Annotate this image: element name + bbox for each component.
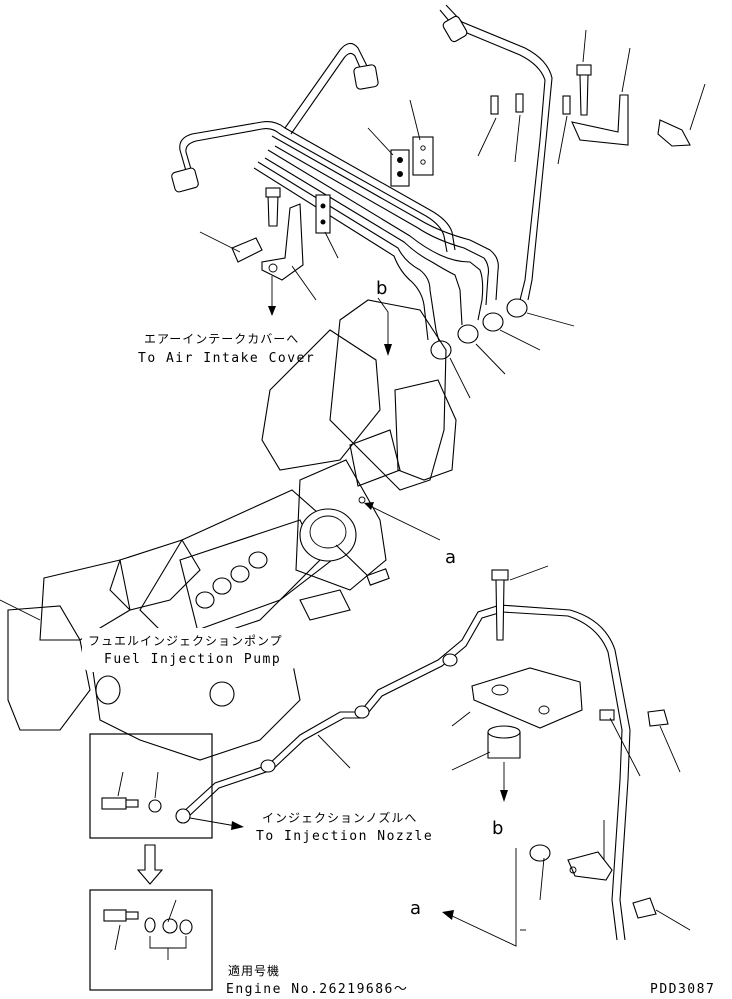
fuel-pump-label-en: Fuel Injection Pump bbox=[104, 652, 281, 667]
clamps-lower bbox=[471, 569, 669, 919]
engine-block bbox=[7, 299, 457, 761]
air-intake-label-jp: エアーインテークカバーへ bbox=[144, 332, 299, 346]
direction-arrows bbox=[189, 276, 526, 947]
letter-a-bottom: a bbox=[410, 898, 421, 919]
leader-lines bbox=[0, 29, 706, 931]
callout-applicability: 適用号機 Engine No.26219686～ bbox=[226, 963, 408, 997]
callout-fuel-pump: フュエルインジェクションポンプ Fuel Injection Pump bbox=[82, 628, 296, 672]
clamps-upper bbox=[231, 64, 691, 281]
detail-arrow bbox=[136, 844, 164, 885]
air-intake-label-en: To Air Intake Cover bbox=[138, 351, 315, 366]
nozzle-label-en: To Injection Nozzle bbox=[256, 829, 433, 844]
injection-pipes-upper bbox=[171, 4, 553, 360]
callout-nozzle: インジェクションノズルへ To Injection Nozzle bbox=[256, 810, 433, 844]
letter-a-mid: a bbox=[445, 547, 456, 568]
detail-box-upper bbox=[89, 733, 213, 839]
nozzle-label-jp: インジェクションノズルへ bbox=[262, 810, 417, 825]
detail-box-lower bbox=[89, 889, 213, 991]
engine-number-label: Engine No.26219686～ bbox=[226, 982, 408, 997]
callout-air-intake: エアーインテークカバーへ To Air Intake Cover bbox=[138, 332, 315, 366]
applicable-label-jp: 適用号機 bbox=[228, 963, 280, 978]
injection-pipe-lower bbox=[175, 604, 631, 941]
letter-b-mid: b bbox=[492, 818, 503, 839]
drawing-code: PDD3087 bbox=[650, 982, 715, 997]
letter-b-top: b bbox=[376, 278, 387, 299]
fuel-pump-label-jp: フュエルインジェクションポンプ bbox=[88, 634, 283, 648]
